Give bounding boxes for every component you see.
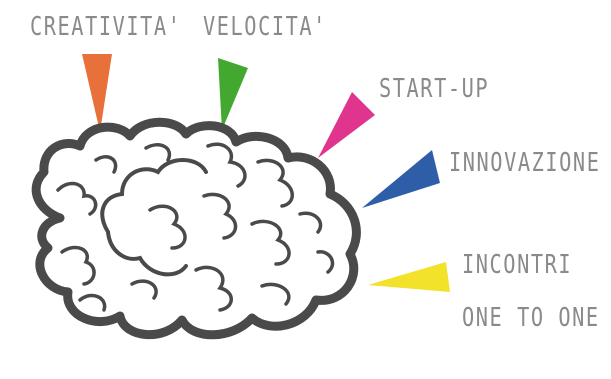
velocita-pointer xyxy=(218,58,248,130)
label-incontri-line2: ONE TO ONE xyxy=(462,303,600,333)
label-velocita: VELOCITA' xyxy=(203,12,327,42)
label-startup: START-UP xyxy=(379,74,490,104)
label-creativita: CREATIVITA' xyxy=(30,12,182,42)
incontri-pointer xyxy=(368,262,450,292)
startup-pointer xyxy=(318,92,375,158)
innovazione-pointer xyxy=(362,150,440,208)
label-incontri-line1: INCONTRI xyxy=(462,250,573,280)
creativita-pointer xyxy=(82,54,112,132)
label-innovazione: INNOVAZIONE xyxy=(449,148,601,178)
brain-icon xyxy=(31,117,361,340)
